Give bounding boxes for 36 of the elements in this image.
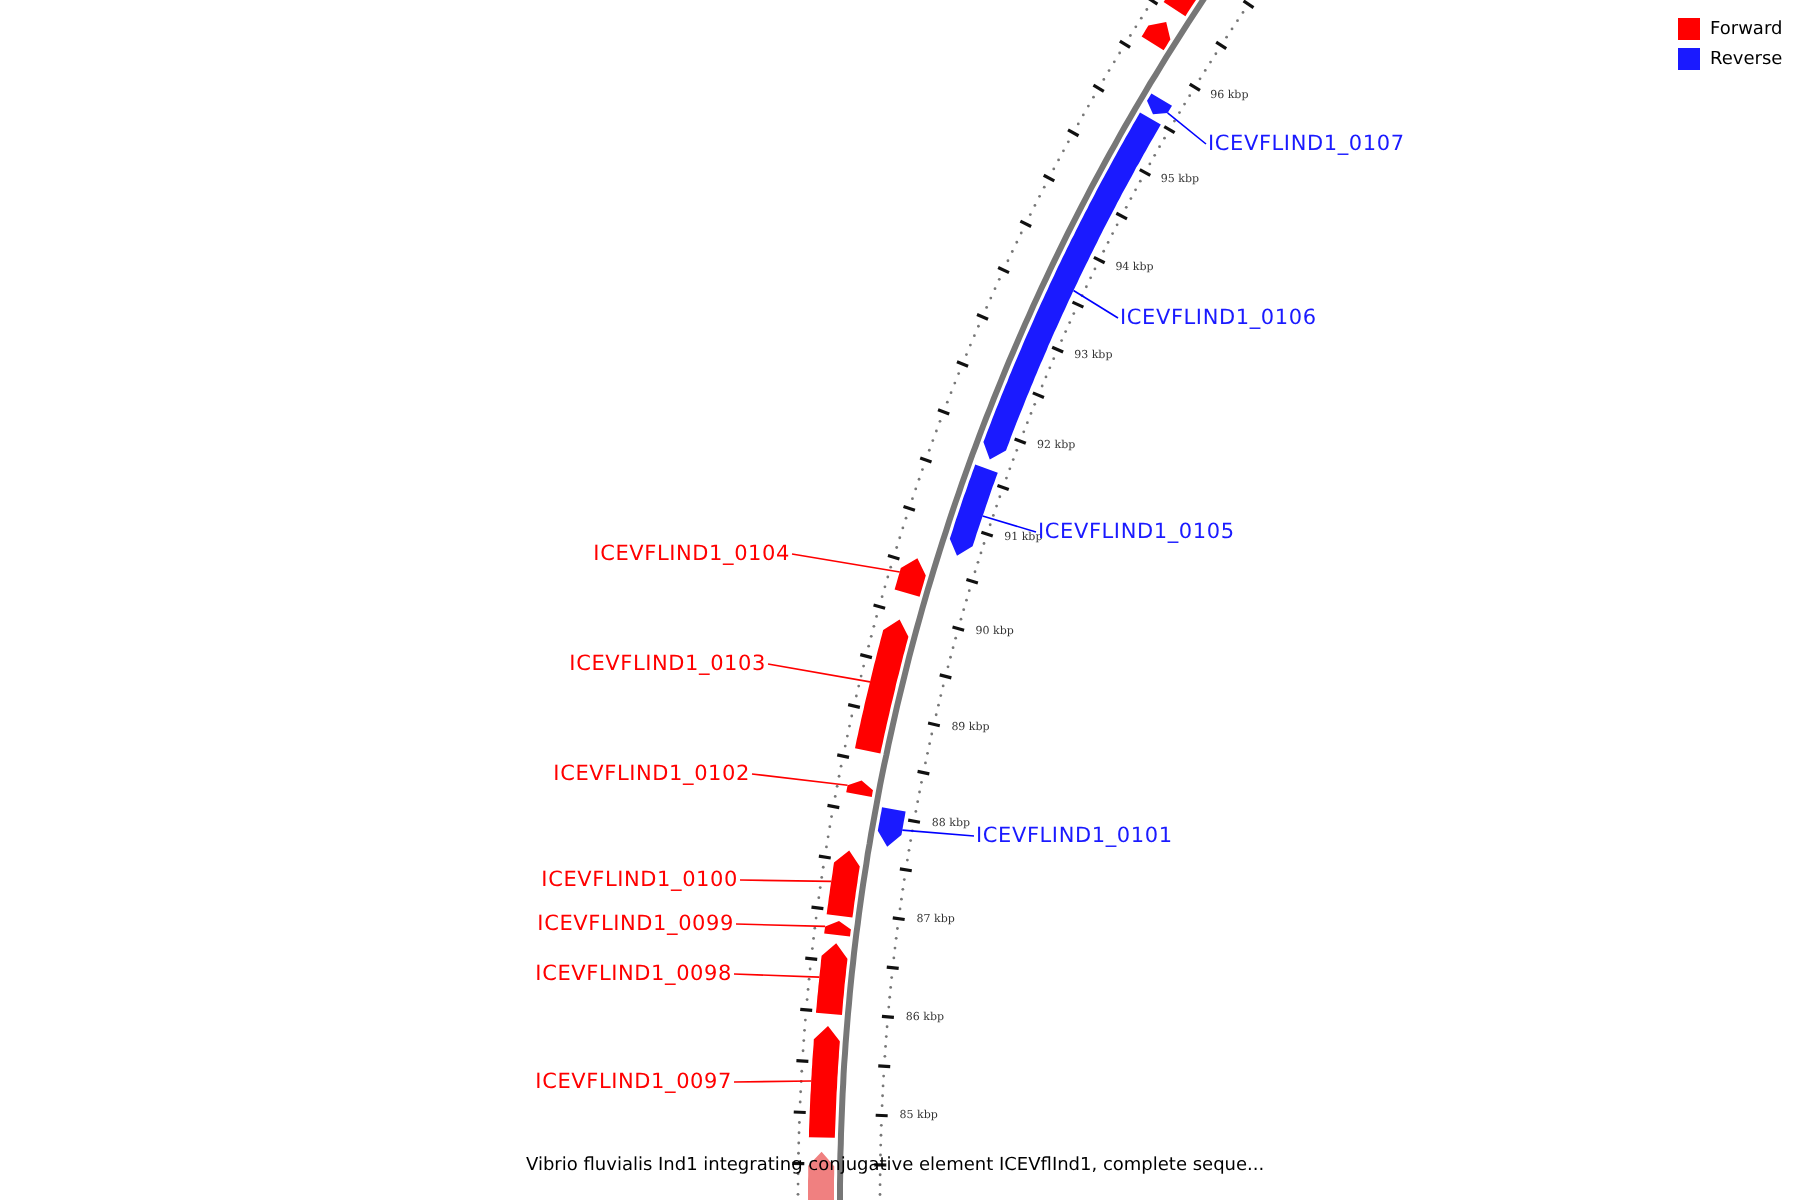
legend-label: Forward bbox=[1710, 19, 1783, 39]
leader-line bbox=[735, 923, 826, 928]
gene-label: ICEVFLIND1_0105 bbox=[1038, 519, 1235, 545]
leader-line bbox=[733, 1080, 813, 1083]
gene-label: ICEVFLIND1_0100 bbox=[541, 867, 738, 893]
leader-line bbox=[1166, 112, 1207, 145]
gene-label: ICEVFLIND1_0107 bbox=[1208, 131, 1405, 157]
gene-bar bbox=[949, 464, 998, 556]
leader-line bbox=[901, 829, 975, 837]
gene-bar bbox=[877, 807, 906, 847]
gene-label: ICEVFLIND1_0103 bbox=[569, 651, 766, 677]
gene-bar bbox=[826, 850, 860, 918]
gene-label: ICEVFLIND1_0101 bbox=[976, 823, 1173, 849]
leader-line bbox=[1072, 289, 1119, 319]
gene-bar bbox=[816, 943, 848, 1015]
leader-line bbox=[751, 773, 849, 786]
leader-line bbox=[981, 515, 1037, 533]
gene-label: ICEVFLIND1_0106 bbox=[1120, 305, 1317, 331]
gene-bar bbox=[855, 619, 909, 754]
leader-line bbox=[739, 879, 833, 883]
gene-label: ICEVFLIND1_0102 bbox=[553, 761, 750, 787]
gene-bar bbox=[846, 780, 873, 797]
gene-label: ICEVFLIND1_0099 bbox=[537, 911, 734, 937]
gene-label: ICEVFLIND1_0098 bbox=[535, 961, 732, 987]
gene-label: ICEVFLIND1_0097 bbox=[535, 1069, 732, 1095]
gene-bar bbox=[894, 558, 926, 597]
gene-bar bbox=[1141, 22, 1171, 51]
gene-label: ICEVFLIND1_0104 bbox=[593, 541, 790, 567]
leader-line bbox=[791, 553, 901, 573]
gene-bar bbox=[824, 921, 851, 937]
caption: Vibrio fluvialis Ind1 integrating conjugative element ICEVflInd1, complete seque... bbox=[526, 1156, 1265, 1176]
gene-bar bbox=[1147, 93, 1172, 115]
gene-bar bbox=[808, 1026, 840, 1138]
leader-line bbox=[733, 973, 821, 978]
leader-line bbox=[767, 663, 871, 683]
legend-label: Reverse bbox=[1710, 49, 1783, 69]
